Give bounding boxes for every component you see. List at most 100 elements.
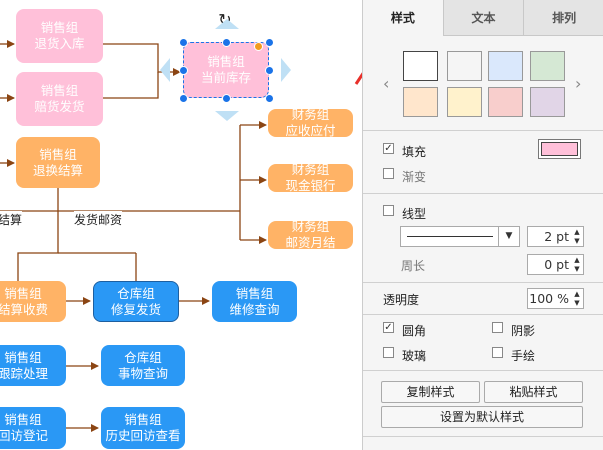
- opacity-input[interactable]: 100 % ▲▼: [527, 288, 584, 309]
- node-track-handle[interactable]: 销售组 跟踪处理: [0, 345, 66, 386]
- node-line: 结算收费: [0, 301, 48, 317]
- tab-arrange[interactable]: 排列: [524, 0, 603, 36]
- fill-color-button[interactable]: [538, 139, 581, 159]
- node-return-settle[interactable]: 销售组 退换结算: [16, 137, 100, 188]
- spinner-arrows-icon[interactable]: ▲▼: [574, 256, 580, 273]
- glass-checkbox[interactable]: [383, 347, 394, 358]
- glass-label: 玻璃: [402, 349, 427, 363]
- edge-label-settle: 结算: [0, 211, 23, 228]
- node-cash-bank[interactable]: 财务组 现金银行: [268, 162, 353, 193]
- diagram-canvas[interactable]: 销售组 退货入库 销售组 赔货发货 销售组 当前库存 销售组 退换结算 财务组 …: [0, 0, 362, 450]
- perimeter-value: 0 pt: [544, 257, 569, 272]
- node-settle-collect[interactable]: 销售组 结算收费: [0, 281, 66, 322]
- divider: [363, 314, 603, 315]
- node-line: 邮资月结: [285, 235, 336, 250]
- node-compensation[interactable]: 销售组 赔货发货: [16, 72, 103, 126]
- node-line: 修复发货: [110, 301, 161, 317]
- node-line: 仓库组: [124, 349, 162, 365]
- node-visit-history[interactable]: 销售组 历史回访查看: [101, 407, 185, 449]
- resize-handle-ne[interactable]: [265, 38, 274, 47]
- node-line: 财务组: [291, 219, 330, 234]
- shadow-checkbox[interactable]: [492, 322, 503, 333]
- node-line: 现金银行: [285, 178, 336, 193]
- node-line: 事物查询: [117, 365, 168, 381]
- node-repair-ship[interactable]: 仓库组 修复发货: [93, 281, 179, 322]
- style-swatch[interactable]: [530, 87, 565, 117]
- divider: [363, 370, 603, 371]
- clone-arrow-right-icon[interactable]: [281, 58, 291, 82]
- spinner-arrows-icon[interactable]: ▲▼: [574, 290, 580, 307]
- node-line: 销售组: [235, 285, 274, 301]
- perimeter-input[interactable]: 0 pt ▲▼: [527, 254, 584, 275]
- resize-handle-nw[interactable]: [179, 38, 188, 47]
- node-line: 财务组: [291, 162, 330, 177]
- node-item-query[interactable]: 仓库组 事物查询: [101, 345, 185, 386]
- style-swatch[interactable]: [403, 51, 438, 81]
- gradient-label: 渐变: [402, 170, 427, 184]
- divider: [363, 436, 603, 437]
- style-swatch[interactable]: [530, 51, 565, 81]
- resize-handle-n[interactable]: [222, 38, 231, 47]
- sketch-checkbox[interactable]: [492, 347, 503, 358]
- style-swatch[interactable]: [488, 51, 523, 81]
- opacity-label: 透明度: [383, 293, 420, 307]
- copy-style-button[interactable]: 复制样式: [381, 381, 480, 403]
- divider: [363, 130, 603, 131]
- resize-handle-w[interactable]: [179, 66, 188, 75]
- chevron-right-icon[interactable]: ›: [575, 74, 582, 93]
- resize-handle-s[interactable]: [222, 94, 231, 103]
- node-line: 销售组: [207, 54, 245, 69]
- opacity-value: 100 %: [529, 291, 569, 306]
- rounded-label: 圆角: [402, 324, 427, 338]
- line-pattern-preview: [407, 236, 493, 237]
- style-swatch[interactable]: [488, 87, 523, 117]
- node-line: 当前库存: [200, 70, 251, 85]
- tab-style[interactable]: 样式: [363, 0, 444, 36]
- node-line: 退货入库: [34, 36, 85, 51]
- node-visit-register[interactable]: 销售组 回访登记: [0, 407, 66, 449]
- node-line: 财务组: [291, 107, 330, 122]
- resize-handle-se[interactable]: [265, 94, 274, 103]
- line-checkbox[interactable]: [383, 205, 394, 216]
- dropdown-arrow-icon: ▼: [498, 227, 519, 246]
- node-line: 赔货发货: [34, 99, 85, 114]
- node-line: 销售组: [40, 20, 79, 35]
- node-line: 销售组: [40, 83, 79, 98]
- resize-handle-sw[interactable]: [179, 94, 188, 103]
- format-panel: 样式 文本 排列 ‹ › ✓ 填充 渐变 线型 ▼ 2 pt ▲▼ 周长 0 p…: [362, 0, 603, 450]
- style-swatch[interactable]: [447, 87, 482, 117]
- paste-style-button[interactable]: 粘贴样式: [484, 381, 583, 403]
- style-swatch[interactable]: [447, 51, 482, 81]
- node-line: 销售组: [4, 285, 42, 301]
- node-return-in[interactable]: 销售组 退货入库: [16, 9, 103, 63]
- clone-arrow-up-icon[interactable]: [215, 19, 239, 29]
- rounded-checkbox[interactable]: ✓: [383, 322, 394, 333]
- line-width-input[interactable]: 2 pt ▲▼: [527, 226, 584, 247]
- divider: [363, 282, 603, 283]
- line-pattern-select[interactable]: ▼: [400, 226, 520, 247]
- tab-text[interactable]: 文本: [443, 0, 525, 36]
- line-width-value: 2 pt: [544, 229, 569, 244]
- chevron-left-icon[interactable]: ‹: [383, 74, 390, 93]
- corner-style-handle-icon[interactable]: [254, 42, 263, 51]
- gradient-checkbox[interactable]: [383, 168, 394, 179]
- clone-arrow-left-icon[interactable]: [160, 58, 170, 82]
- fill-checkbox[interactable]: ✓: [383, 143, 394, 154]
- spinner-arrows-icon[interactable]: ▲▼: [574, 228, 580, 245]
- panel-tabs: 样式 文本 排列: [363, 0, 603, 36]
- node-receivable[interactable]: 财务组 应收应付: [268, 107, 353, 138]
- node-postage-monthly[interactable]: 财务组 邮资月结: [268, 219, 353, 250]
- node-line: 维修查询: [229, 301, 280, 317]
- node-line: 应收应付: [285, 123, 336, 138]
- resize-handle-e[interactable]: [265, 66, 274, 75]
- clone-arrow-down-icon[interactable]: [215, 111, 239, 121]
- connector-to-stock-2: [103, 72, 159, 99]
- fill-label: 填充: [402, 145, 427, 159]
- node-line: 历史回访查看: [105, 428, 181, 443]
- style-swatch[interactable]: [403, 87, 438, 117]
- set-default-style-button[interactable]: 设置为默认样式: [381, 406, 583, 428]
- node-line: 销售组: [124, 412, 162, 427]
- node-repair-query[interactable]: 销售组 维修查询: [212, 281, 297, 322]
- divider: [363, 193, 603, 194]
- node-line: 跟踪处理: [0, 365, 48, 381]
